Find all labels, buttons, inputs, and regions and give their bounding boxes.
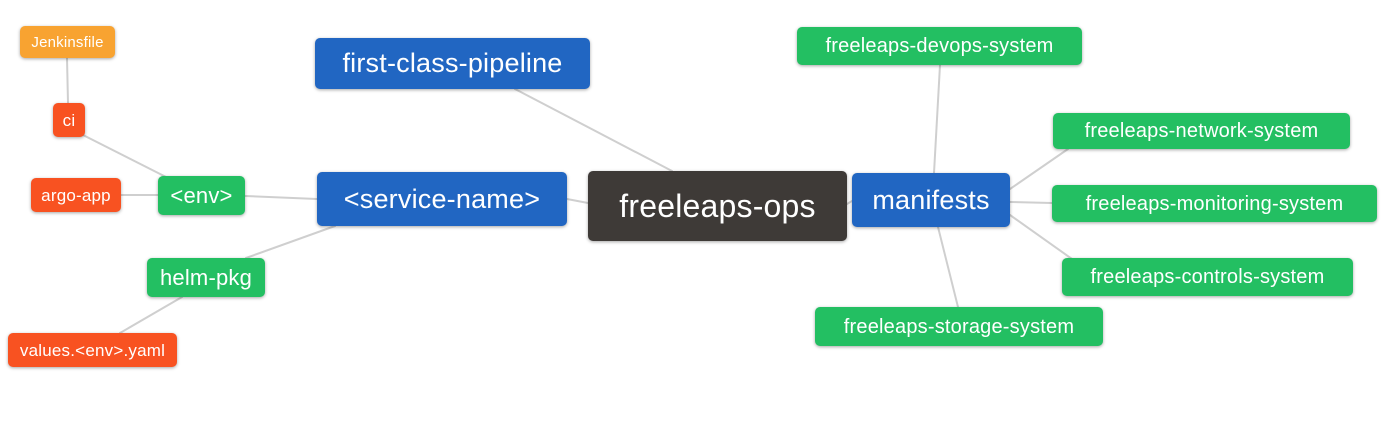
node-freeleaps-controls-system[interactable]: freeleaps-controls-system: [1062, 258, 1353, 296]
edge-helm-pkg--service-name: [245, 225, 336, 259]
edge-first-class-pipeline--freeleaps-ops: [514, 88, 673, 172]
edge-manifests--freeleaps-network-system: [1009, 148, 1069, 190]
node-freeleaps-network-system[interactable]: freeleaps-network-system: [1053, 113, 1350, 149]
node-helm-pkg[interactable]: helm-pkg: [147, 258, 265, 297]
node-freeleaps-ops[interactable]: freeleaps-ops: [588, 171, 847, 241]
node-manifests[interactable]: manifests: [852, 173, 1010, 227]
node-freeleaps-devops-system[interactable]: freeleaps-devops-system: [797, 27, 1082, 65]
edge-env--service-name: [244, 195, 318, 200]
node-jenkinsfile[interactable]: Jenkinsfile: [20, 26, 115, 58]
edge-manifests--freeleaps-storage-system: [937, 226, 959, 308]
node-argo-app[interactable]: argo-app: [31, 178, 121, 212]
node-env[interactable]: <env>: [158, 176, 245, 215]
edge-service-name--freeleaps-ops: [566, 198, 589, 204]
edge-manifests--freeleaps-devops-system: [933, 64, 941, 174]
edge-values-env-yaml--helm-pkg: [119, 296, 183, 334]
node-values-env-yaml[interactable]: values.<env>.yaml: [8, 333, 177, 367]
node-service-name[interactable]: <service-name>: [317, 172, 567, 226]
edge-manifests--freeleaps-monitoring-system: [1009, 201, 1053, 204]
edge-ci--env: [82, 134, 171, 180]
node-ci[interactable]: ci: [53, 103, 85, 137]
node-freeleaps-monitoring-system[interactable]: freeleaps-monitoring-system: [1052, 185, 1377, 222]
node-freeleaps-storage-system[interactable]: freeleaps-storage-system: [815, 307, 1103, 346]
node-first-class-pipeline[interactable]: first-class-pipeline: [315, 38, 590, 89]
edge-jenkinsfile--ci: [66, 57, 69, 104]
